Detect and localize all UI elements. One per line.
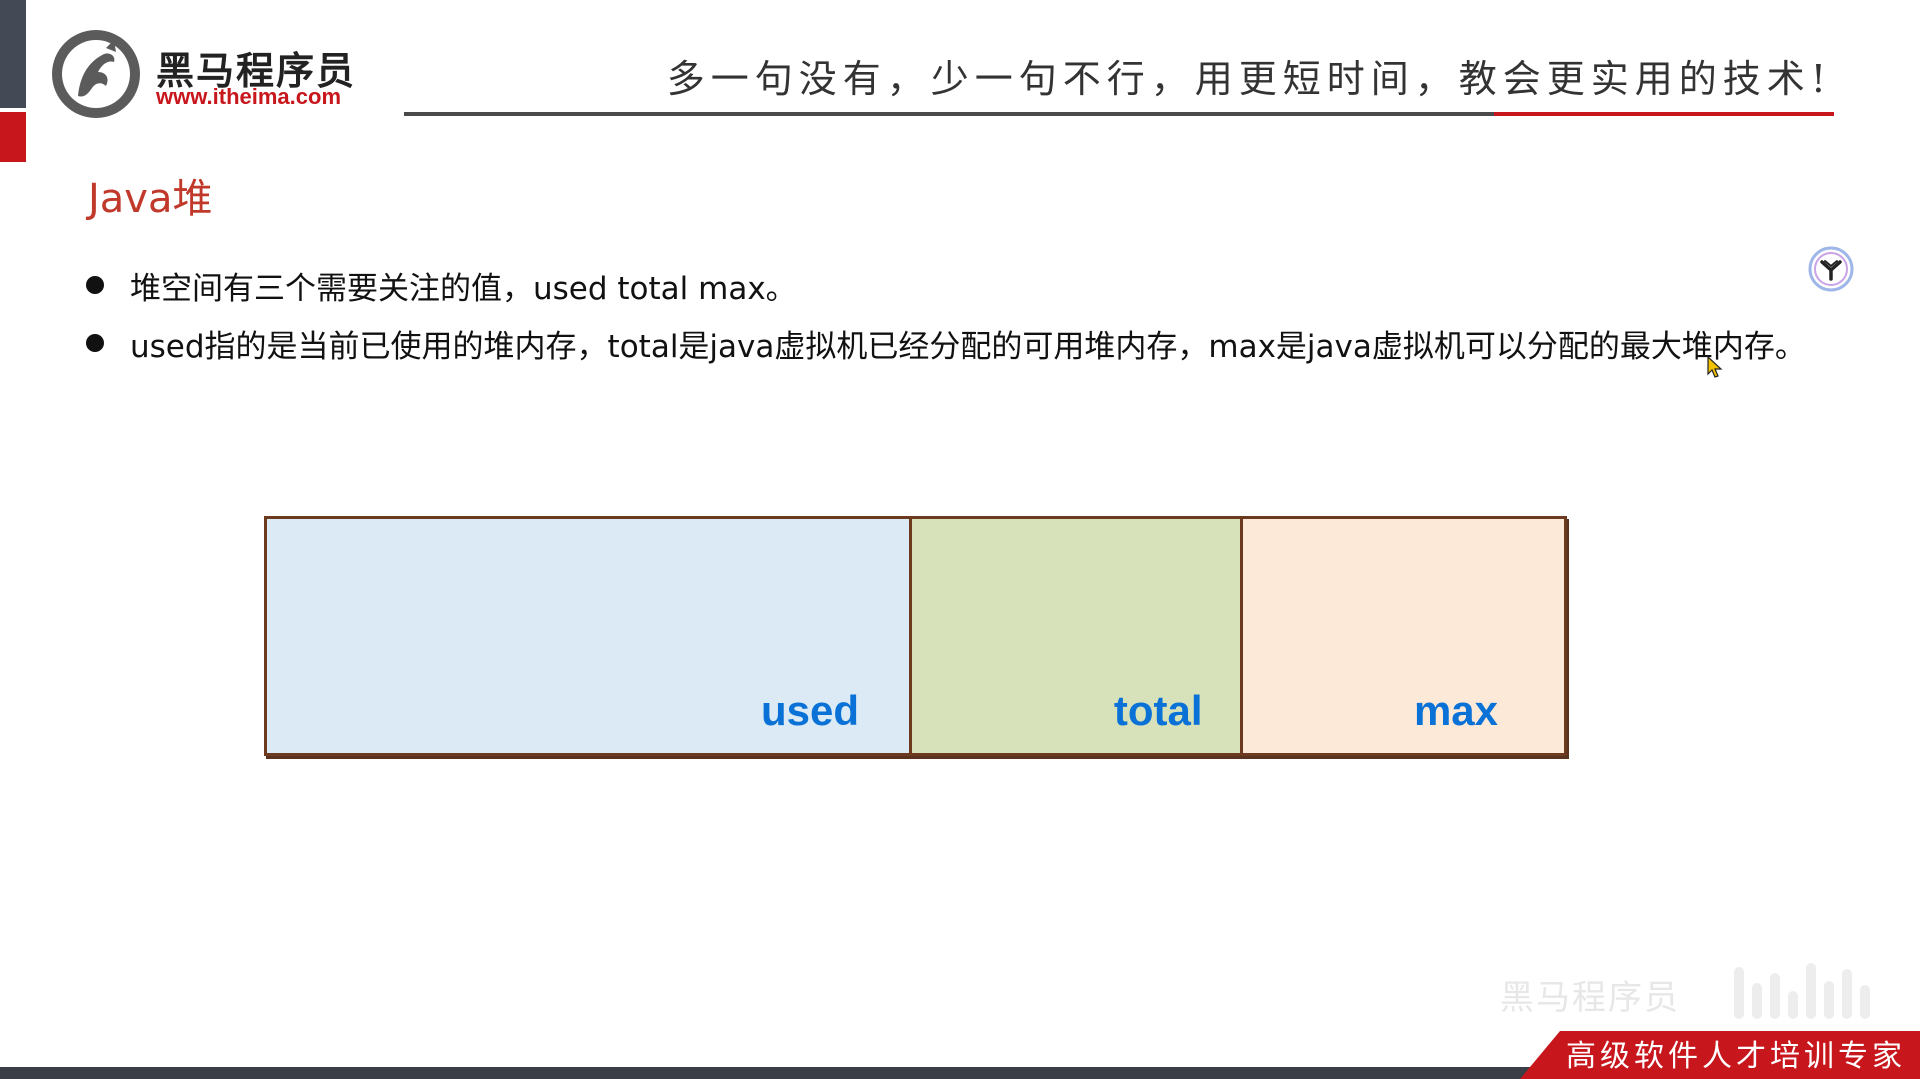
watermark-text: 黑马程序员: [1500, 978, 1680, 1018]
left-accent-strip-red: [0, 112, 26, 162]
heap-segment-label: max: [1413, 687, 1498, 734]
list-item: used指的是当前已使用的堆内存，total是java虚拟机已经分配的可用堆内存…: [86, 314, 1886, 372]
footer-badge: [1520, 1031, 1920, 1079]
bilibili-watermark: 黑马程序员: [1500, 953, 1880, 1025]
list-item: 堆空间有三个需要关注的值，used total max。: [86, 256, 1886, 314]
heap-segment-used: used: [267, 519, 910, 753]
app-badge-icon[interactable]: [1808, 246, 1854, 292]
horse-logo-icon: [52, 30, 140, 118]
brand-logo: 黑马程序员 www.itheima.com: [48, 26, 378, 122]
header-slogan: 多一句没有，少一句不行，用更短时间，教会更实用的技术!: [666, 57, 1832, 101]
footer-bar: [0, 1067, 1920, 1079]
footer-badge-text: 高级软件人才培训专家: [1566, 1039, 1906, 1074]
bilibili-logo-icon: [1734, 963, 1870, 1019]
mouse-cursor-icon: [1707, 356, 1723, 378]
heap-segment-label: total: [1113, 687, 1203, 734]
bullet-text: 堆空间有三个需要关注的值，used total max。: [130, 270, 797, 307]
brand-name: 黑马程序员: [156, 49, 357, 93]
brand-url: www.itheima.com: [156, 84, 342, 109]
heap-segment-total: total: [909, 519, 1241, 753]
bullet-dot-icon: [86, 276, 104, 294]
heap-diagram: used total max: [264, 516, 1567, 756]
heap-segment-max: max: [1240, 519, 1564, 753]
bullet-dot-icon: [86, 334, 104, 352]
bullet-text: used指的是当前已使用的堆内存，total是java虚拟机已经分配的可用堆内存…: [130, 328, 1806, 365]
slide-title: Java堆: [88, 176, 213, 222]
bullet-list: 堆空间有三个需要关注的值，used total max。 used指的是当前已使…: [86, 256, 1886, 372]
left-accent-strip-dark: [0, 0, 26, 108]
header-divider-red: [1494, 112, 1834, 116]
header-divider-gray: [404, 112, 1494, 116]
heap-segment-label: used: [760, 687, 860, 734]
